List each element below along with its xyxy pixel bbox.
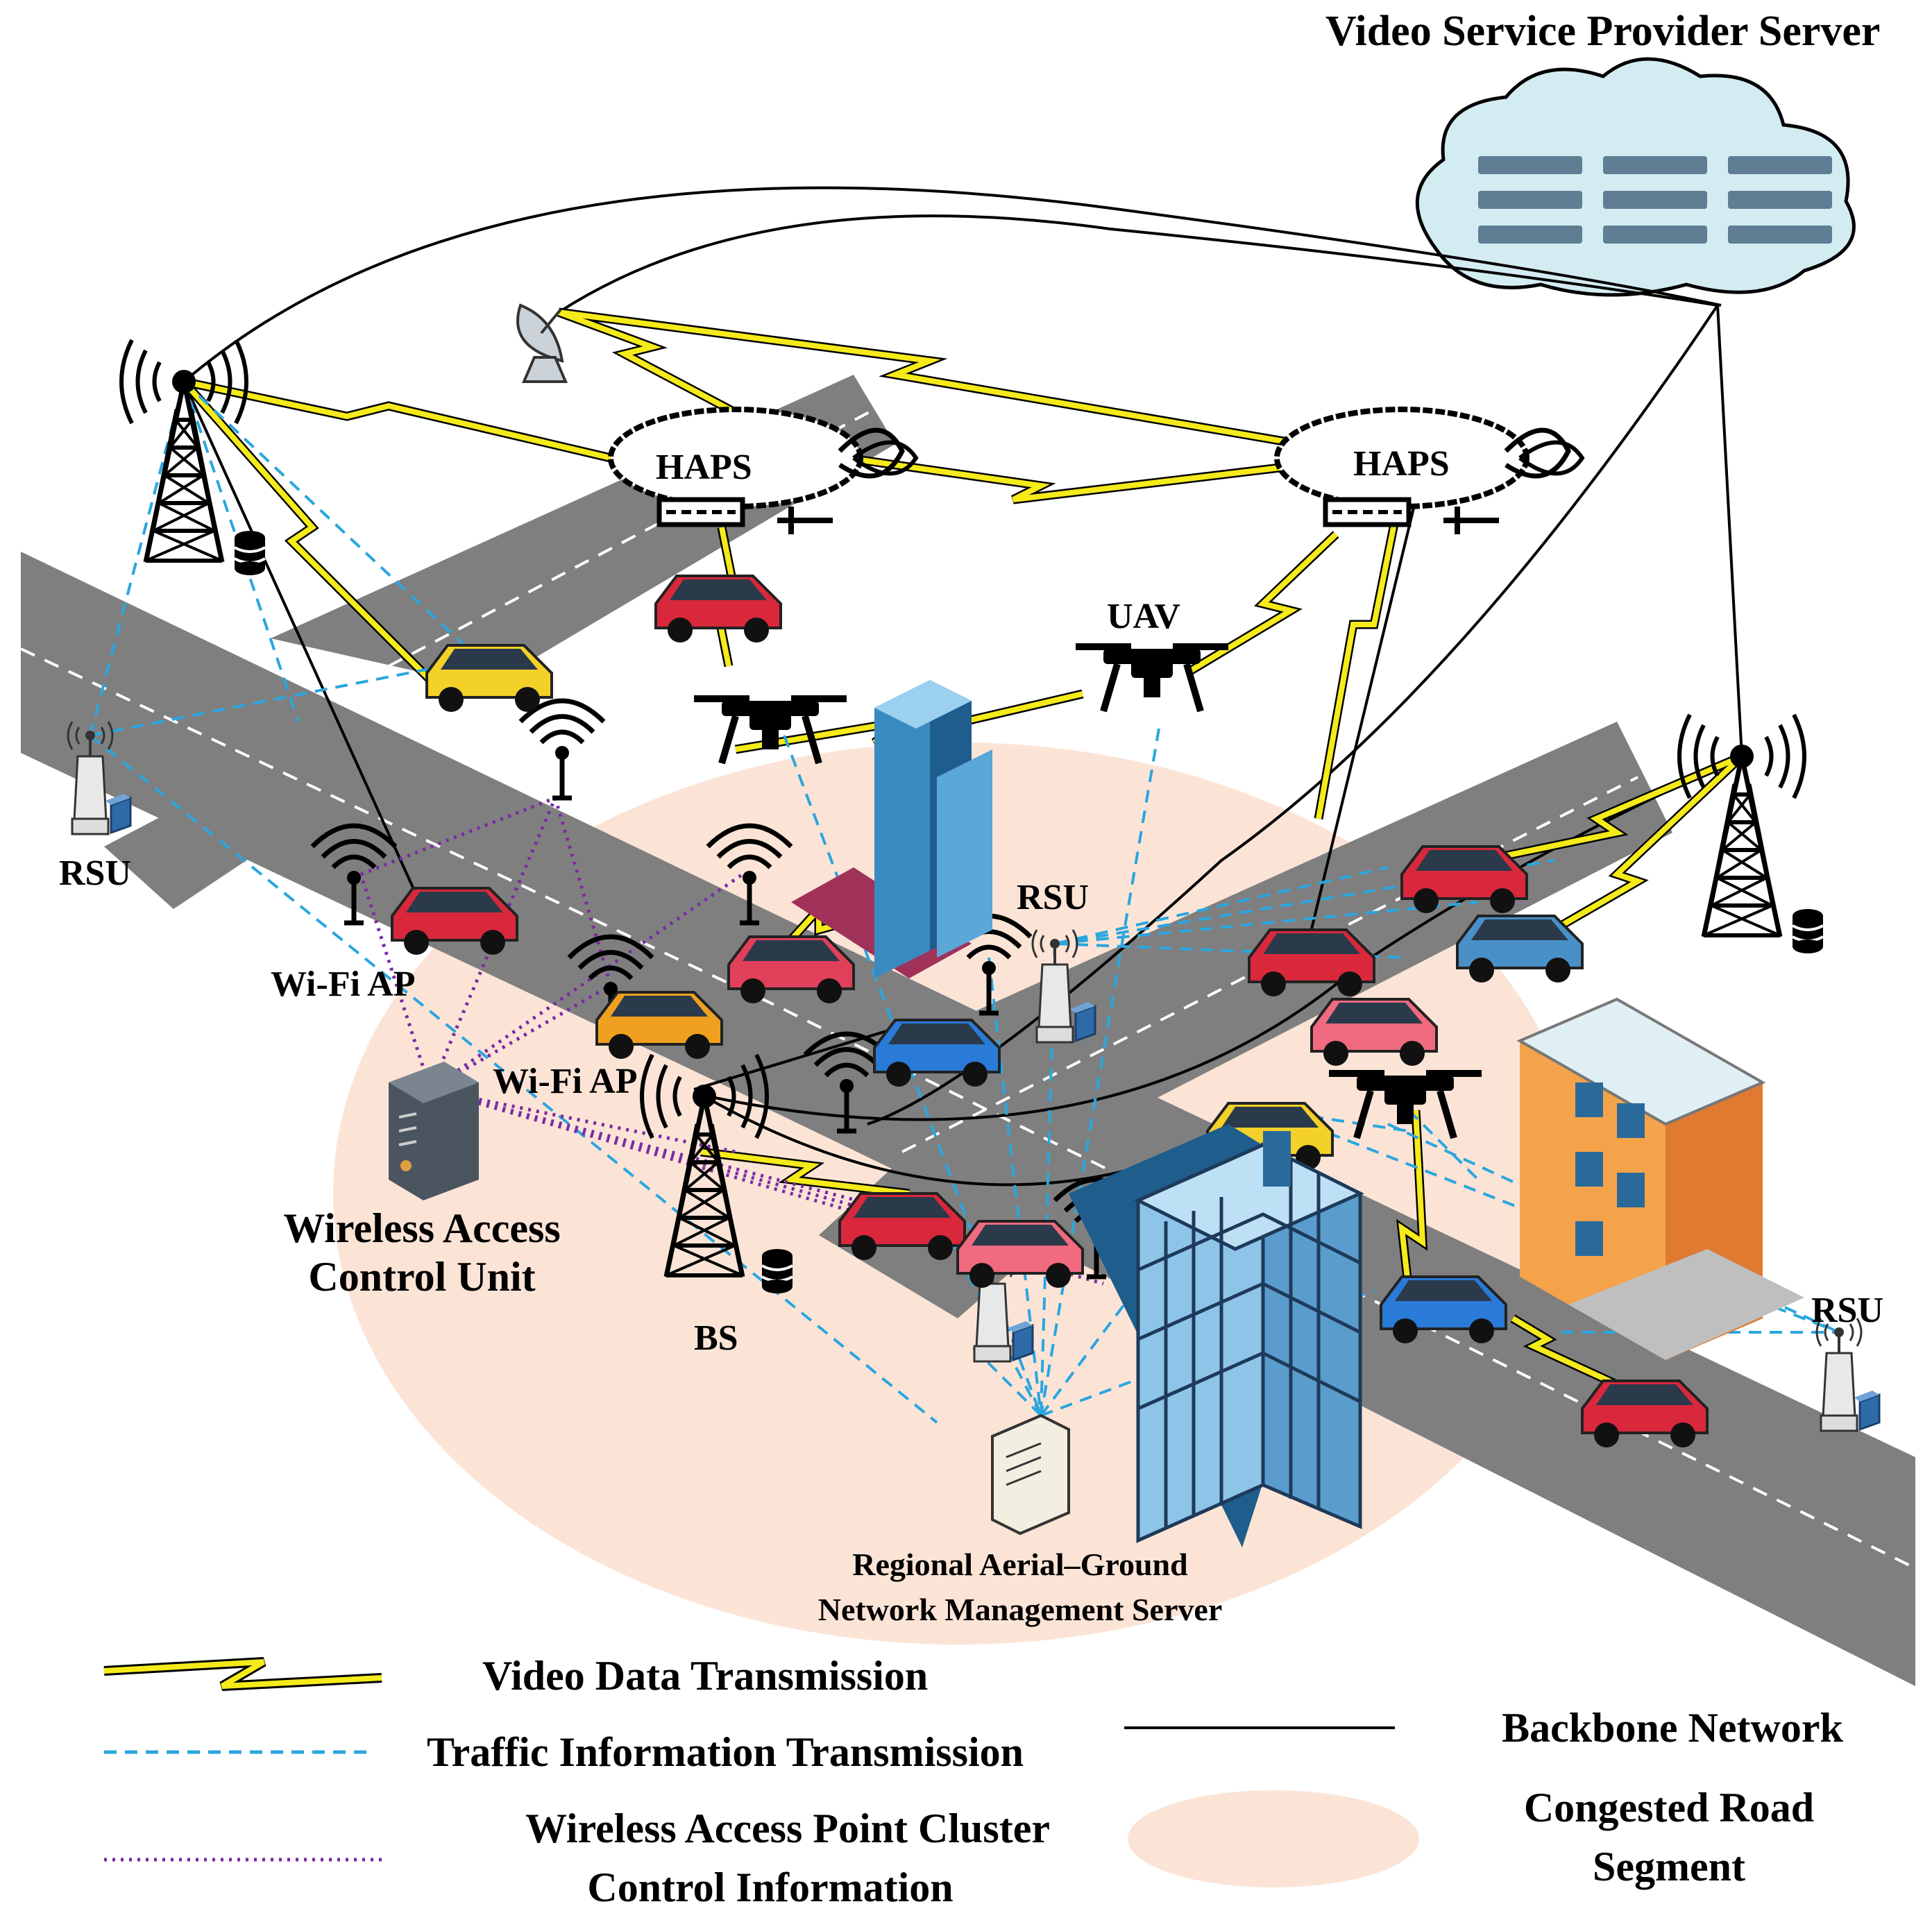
legend-video-swatch [103,1657,382,1691]
legend-congested-label-line1: Congested Road [1524,1785,1814,1830]
uav-drone-icon-2 [1076,643,1228,711]
building-icon-tower [791,680,992,978]
ragnms-label-line1: Regional Aerial–Ground [852,1547,1188,1582]
haps-label-right: HAPS [1353,444,1450,484]
legend-congested-swatch [1128,1790,1419,1887]
rsu-icon-right [1815,1317,1881,1432]
legend-cluster-label-line1: Wireless Access Point Cluster [525,1806,1050,1851]
wifi-ap-label-left: Wi-Fi AP [271,965,415,1004]
database-icon [233,529,266,577]
wireless-access-control-unit-server [389,1062,479,1200]
page-title: Video Service Provider Server [1325,8,1880,55]
legend-backbone-label: Backbone Network [1502,1705,1843,1751]
rsu-label-left: RSU [59,853,131,893]
wifi-ap-label-center: Wi-Fi AP [493,1062,637,1101]
tower-icon-left [121,340,246,562]
legend-congested-label-line2: Segment [1593,1844,1745,1889]
rsu-label-center: RSU [1017,878,1089,917]
tower-icon-right [1679,715,1804,937]
regional-network-management-server [991,1413,1070,1536]
database-icon [761,1248,794,1295]
building-icon-office [1069,1124,1364,1547]
bs-label: BS [694,1318,738,1358]
legend-video-label: Video Data Transmission [482,1653,928,1699]
haps-label-left: HAPS [656,448,752,487]
legend-cluster-label-line2: Control Information [587,1864,953,1910]
rsu-label-right: RSU [1811,1291,1883,1330]
video-links [180,307,1745,1392]
satellite-dish-icon [516,303,568,383]
legend: Video Data Transmission Traffic Informat… [103,1653,1843,1910]
legend-traffic-label: Traffic Information Transmission [427,1729,1024,1775]
wacu-label-line2: Control Unit [308,1254,535,1300]
wacu-label-line1: Wireless Access [283,1205,560,1251]
building-icon-apartment [1516,997,1804,1360]
uav-label: UAV [1107,597,1180,636]
database-icon [1791,908,1824,955]
ragnms-label-line2: Network Management Server [818,1592,1222,1627]
video-service-provider-cloud [1415,57,1856,297]
wifi-ap-icon [520,701,604,798]
